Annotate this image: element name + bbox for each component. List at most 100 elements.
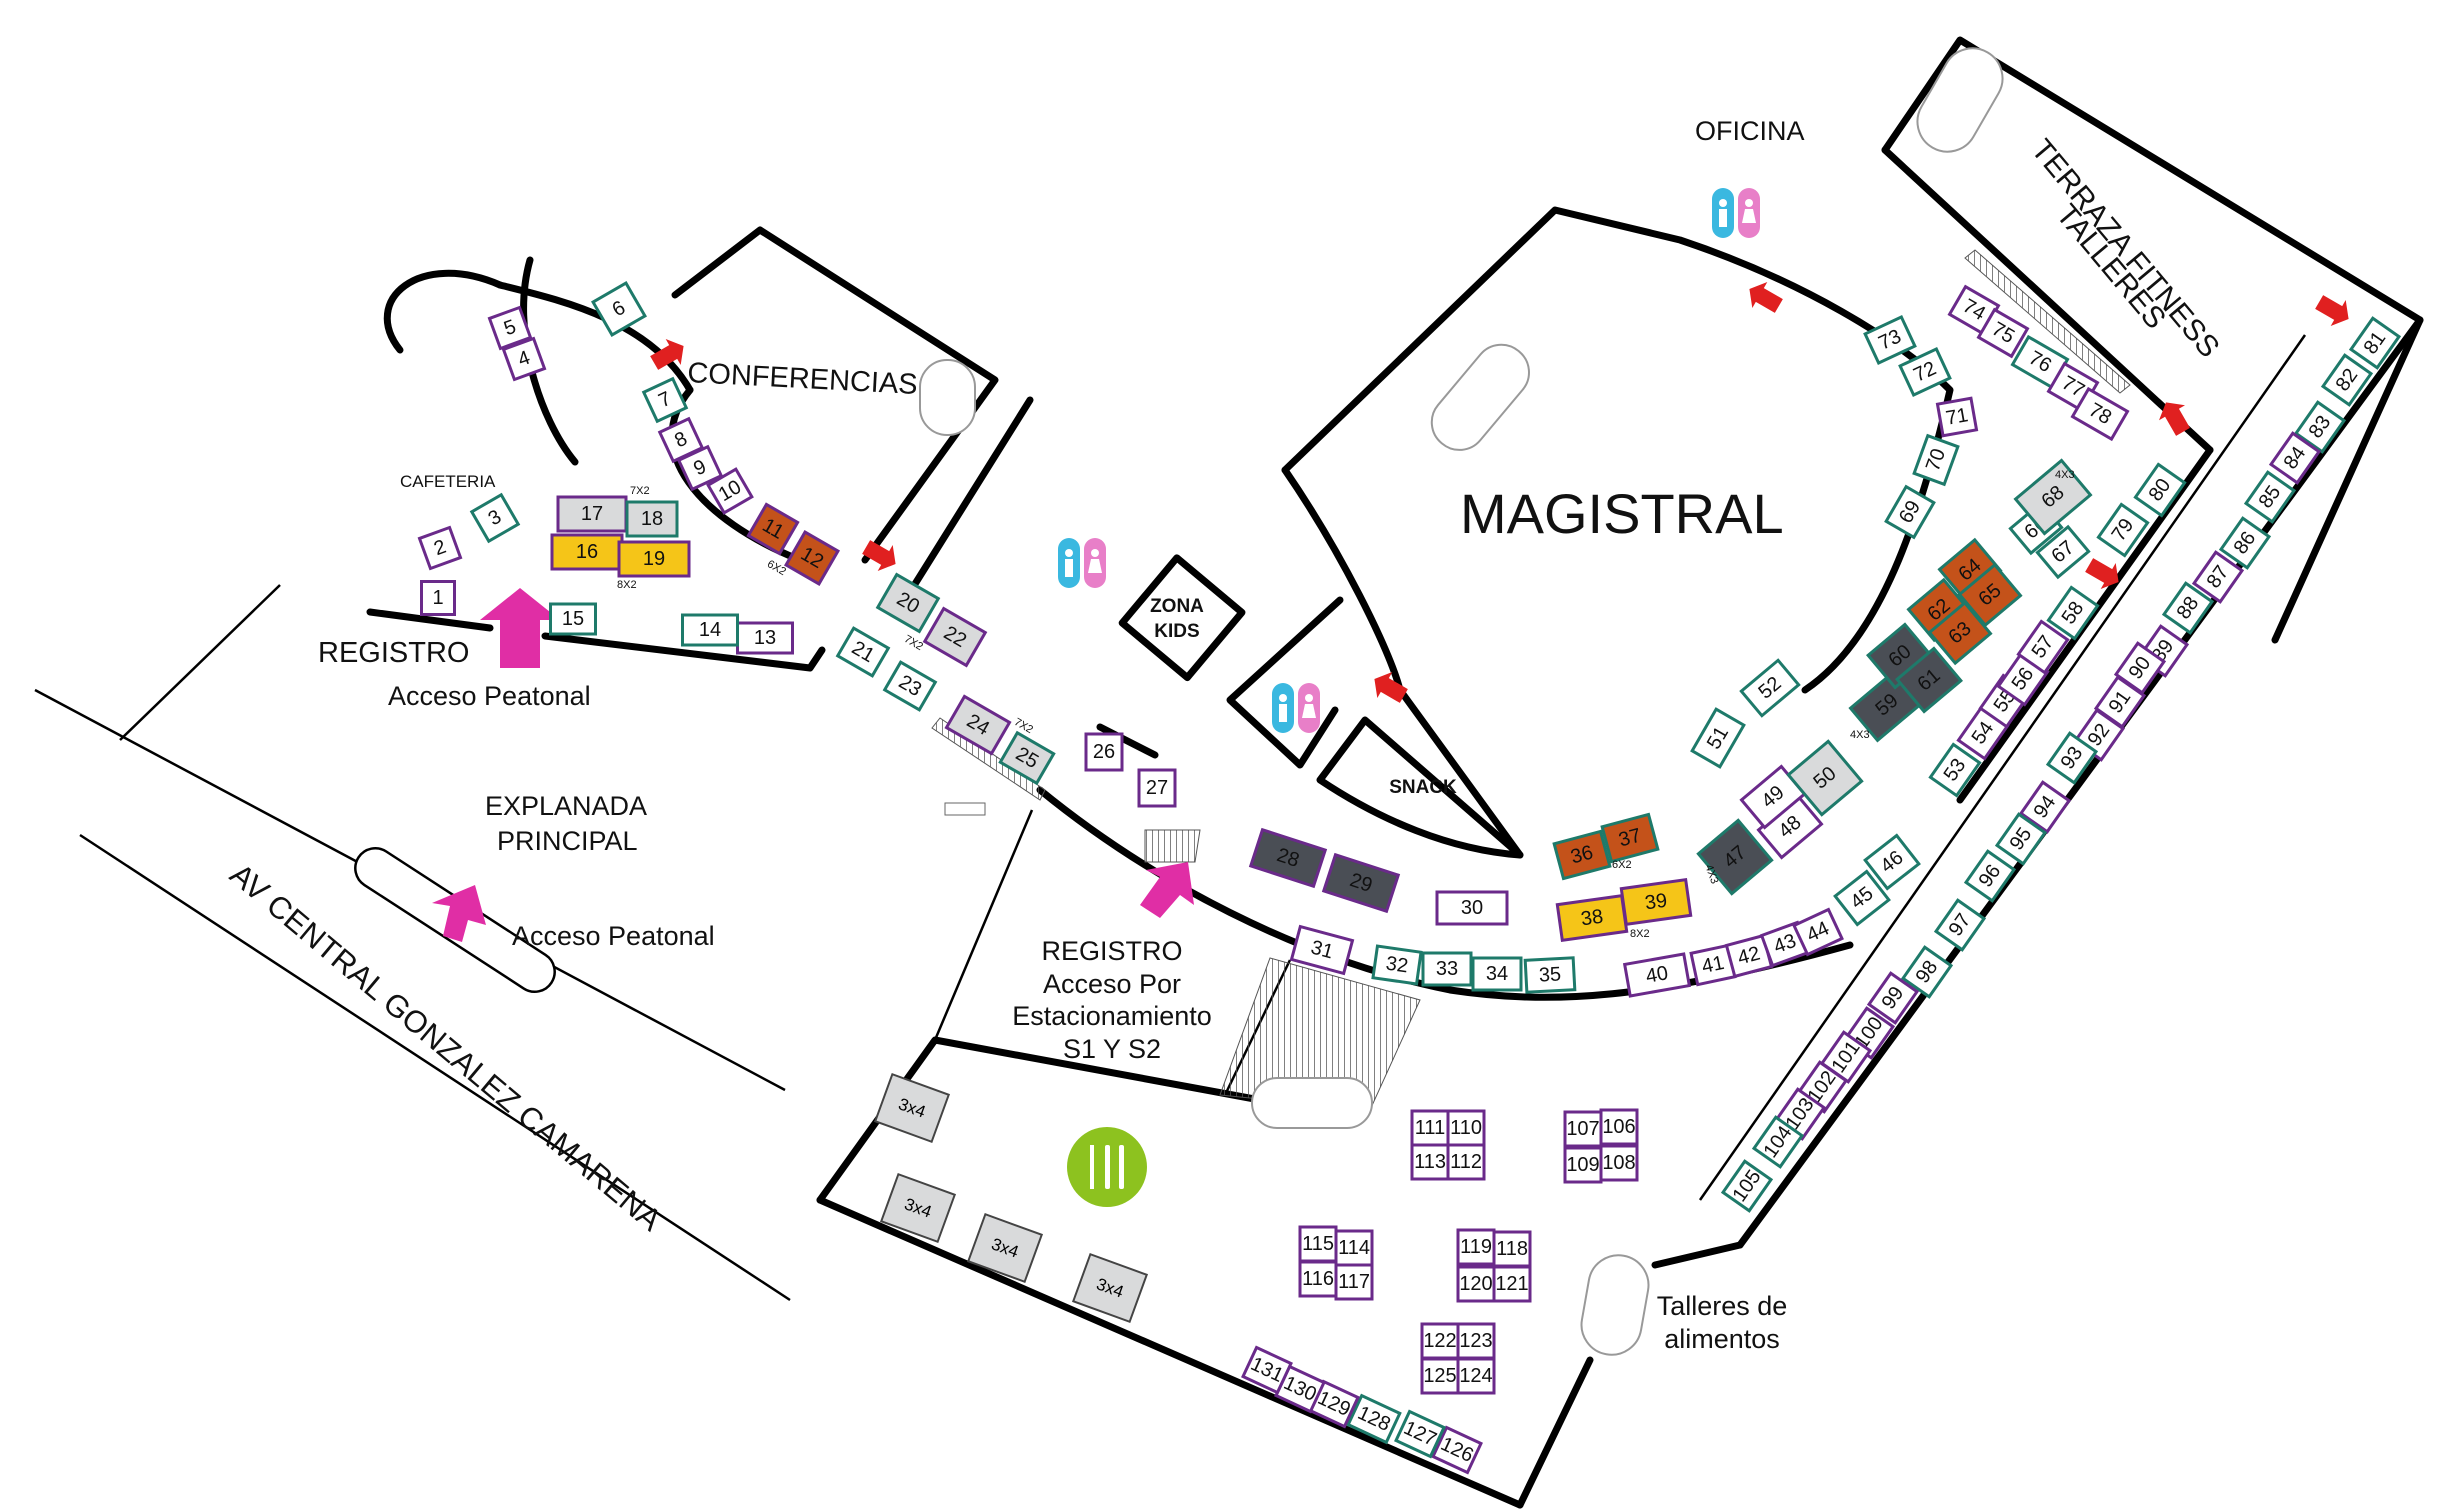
booth-46[interactable]: 46 [1863, 833, 1921, 891]
booth-22[interactable]: 22 [922, 606, 988, 668]
booth-72[interactable]: 72 [1898, 347, 1952, 397]
booth-6[interactable]: 6 [590, 280, 648, 338]
booth-113[interactable]: 113 [1410, 1143, 1450, 1181]
booth-97[interactable]: 97 [1933, 898, 1987, 952]
booth-70[interactable]: 70 [1912, 433, 1960, 487]
booth-108[interactable]: 108 [1599, 1144, 1639, 1182]
booth-5[interactable]: 5 [487, 305, 533, 351]
booth-17[interactable]: 17 [556, 495, 628, 533]
booth-79[interactable]: 79 [2096, 502, 2150, 558]
booth-38[interactable]: 38 [1555, 893, 1629, 943]
booth-15[interactable]: 15 [549, 602, 597, 636]
booth-96[interactable]: 96 [1963, 849, 2017, 903]
booth-105[interactable]: 105 [1720, 1159, 1774, 1213]
booth-36[interactable]: 36 [1552, 829, 1612, 881]
booth-19[interactable]: 19 [617, 540, 691, 578]
booth-95[interactable]: 95 [1994, 812, 2048, 866]
booth-2[interactable]: 2 [417, 525, 463, 571]
booth-31[interactable]: 31 [1289, 924, 1355, 976]
booth-57[interactable]: 57 [2016, 619, 2070, 675]
booth-28[interactable]: 28 [1248, 827, 1328, 889]
booth-112[interactable]: 112 [1446, 1143, 1486, 1181]
booth-23[interactable]: 23 [882, 660, 938, 712]
booth-118[interactable]: 118 [1492, 1230, 1532, 1268]
booth-71[interactable]: 71 [1935, 396, 1979, 438]
booth-20[interactable]: 20 [875, 572, 941, 634]
booth-82[interactable]: 82 [2320, 353, 2374, 407]
booth-11[interactable]: 11 [746, 502, 800, 556]
booth-111[interactable]: 111 [1410, 1109, 1450, 1147]
booth-45[interactable]: 45 [1833, 869, 1891, 927]
booth-86[interactable]: 86 [2218, 516, 2272, 570]
booth-12[interactable]: 12 [783, 529, 841, 587]
booth-53[interactable]: 53 [1928, 742, 1982, 798]
booth-37[interactable]: 37 [1600, 812, 1660, 864]
booth-7[interactable]: 7 [641, 376, 689, 424]
booth-61[interactable]: 61 [1895, 646, 1963, 714]
booth-34[interactable]: 34 [1471, 956, 1523, 992]
booth-88[interactable]: 88 [2161, 581, 2215, 635]
booth-10[interactable]: 10 [706, 467, 754, 515]
booth-64[interactable]: 64 [1937, 537, 2003, 603]
booth-106[interactable]: 106 [1599, 1108, 1639, 1146]
booth-9[interactable]: 9 [676, 444, 724, 492]
booth-117[interactable]: 117 [1334, 1263, 1374, 1301]
booth-80[interactable]: 80 [2133, 462, 2187, 518]
booth-73[interactable]: 73 [1863, 315, 1917, 365]
booth-1[interactable]: 1 [420, 580, 456, 616]
booth-14[interactable]: 14 [681, 613, 739, 647]
booth-78[interactable]: 78 [2070, 386, 2130, 442]
booth-114[interactable]: 114 [1334, 1229, 1374, 1267]
booth-87[interactable]: 87 [2191, 550, 2245, 604]
booth-94[interactable]: 94 [2018, 780, 2072, 834]
booth-119[interactable]: 119 [1456, 1228, 1496, 1266]
booth-21[interactable]: 21 [835, 626, 891, 678]
booth-25[interactable]: 25 [998, 730, 1056, 786]
booth-29[interactable]: 29 [1321, 852, 1401, 914]
booth-3[interactable]: 3 [469, 492, 521, 544]
booth-69[interactable]: 69 [1884, 484, 1936, 540]
booth-128[interactable]: 128 [1346, 1393, 1402, 1445]
booth-32[interactable]: 32 [1371, 944, 1423, 986]
booth-13[interactable]: 13 [736, 621, 794, 655]
booth-109[interactable]: 109 [1563, 1146, 1603, 1184]
booth-130[interactable]: 130 [1274, 1364, 1326, 1414]
booth-26[interactable]: 26 [1084, 732, 1124, 772]
booth-120[interactable]: 120 [1456, 1265, 1496, 1303]
booth-93[interactable]: 93 [2045, 731, 2099, 785]
booth-47[interactable]: 47 [1696, 818, 1774, 896]
booth-123[interactable]: 123 [1456, 1322, 1496, 1360]
booth-39[interactable]: 39 [1619, 877, 1693, 927]
booth-110[interactable]: 110 [1446, 1109, 1486, 1147]
booth-83[interactable]: 83 [2293, 400, 2347, 454]
booth-35[interactable]: 35 [1523, 956, 1577, 994]
booth-67[interactable]: 67 [2035, 524, 2091, 580]
booth-50[interactable]: 50 [1786, 739, 1864, 817]
booth-60[interactable]: 60 [1866, 622, 1934, 690]
booth-52[interactable]: 52 [1739, 658, 1801, 718]
booth-84[interactable]: 84 [2268, 431, 2322, 485]
booth-42[interactable]: 42 [1724, 933, 1774, 979]
booth-27[interactable]: 27 [1137, 768, 1177, 808]
booth-75[interactable]: 75 [1976, 307, 2030, 359]
booth-81[interactable]: 81 [2348, 316, 2402, 370]
booth-122[interactable]: 122 [1420, 1322, 1460, 1360]
booth-16[interactable]: 16 [550, 533, 624, 571]
booth-24[interactable]: 24 [944, 694, 1012, 756]
booth-40[interactable]: 40 [1622, 952, 1692, 998]
booth-68[interactable]: 68 [2013, 458, 2093, 536]
booth-18[interactable]: 18 [625, 500, 679, 538]
booth-65[interactable]: 65 [1957, 562, 2023, 628]
booth-98[interactable]: 98 [1900, 945, 1954, 999]
booth-33[interactable]: 33 [1421, 951, 1473, 987]
booth-85[interactable]: 85 [2243, 470, 2297, 524]
booth-124[interactable]: 124 [1456, 1357, 1496, 1395]
booth-99[interactable]: 99 [1866, 971, 1920, 1025]
booth-125[interactable]: 125 [1420, 1357, 1460, 1395]
booth-107[interactable]: 107 [1563, 1110, 1603, 1148]
booth-121[interactable]: 121 [1492, 1265, 1532, 1303]
booth-44[interactable]: 44 [1792, 907, 1844, 957]
booth-127[interactable]: 127 [1394, 1409, 1446, 1459]
booth-30[interactable]: 30 [1435, 890, 1509, 926]
booth-4[interactable]: 4 [501, 336, 547, 382]
